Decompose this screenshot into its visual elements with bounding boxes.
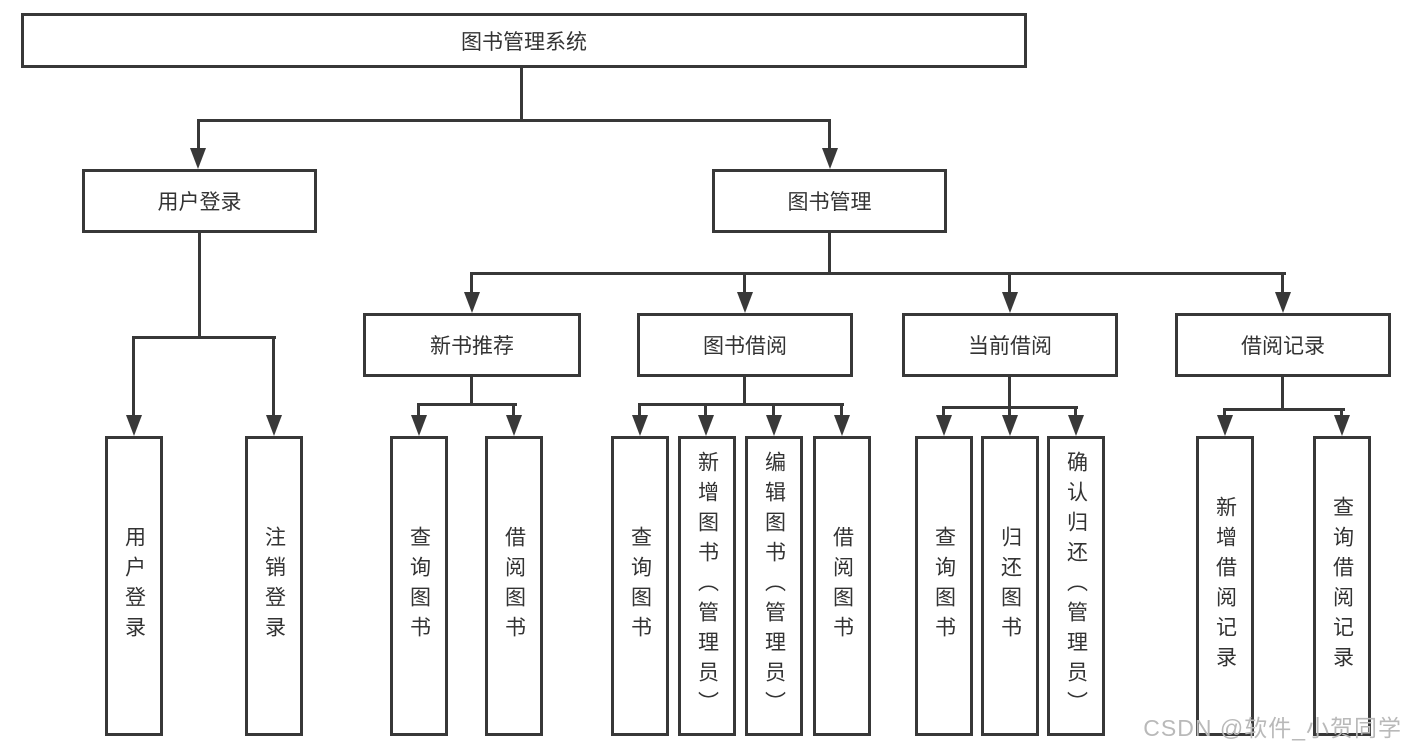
connector-book-borrow-bar xyxy=(638,403,844,406)
leaf-add-books-admin: 新增图书（管理员） xyxy=(678,436,736,736)
arrowhead-borrow-books-1 xyxy=(506,415,522,436)
arrowhead-add-books xyxy=(698,415,714,436)
leaf-query-borrow-record: 查询借阅记录 xyxy=(1313,436,1371,736)
leaf-user-login: 用户登录 xyxy=(105,436,163,736)
node-library-management-system: 图书管理系统 xyxy=(21,13,1027,68)
leaf-borrow-books-recommend: 借阅图书 xyxy=(485,436,543,736)
node-current-borrow: 当前借阅 xyxy=(902,313,1118,377)
connector-stem-leaf-logout xyxy=(272,336,275,417)
arrowhead-leaf-logout xyxy=(266,415,282,436)
arrowhead-user-login xyxy=(190,148,206,169)
leaf-query-books-current: 查询图书 xyxy=(915,436,973,736)
arrowhead-query-books-2 xyxy=(632,415,648,436)
arrowhead-leaf-user-login xyxy=(126,415,142,436)
arrowhead-query-borrow-record xyxy=(1334,415,1350,436)
leaf-logout: 注销登录 xyxy=(245,436,303,736)
connector-root-trunk xyxy=(520,68,523,122)
connector-book-management-bar xyxy=(470,272,1286,275)
connector-current-borrow-trunk xyxy=(1008,377,1011,409)
connector-stem-borrow-books-1 xyxy=(512,403,515,418)
node-book-management: 图书管理 xyxy=(712,169,947,233)
arrowhead-current-borrow xyxy=(1002,292,1018,313)
arrowhead-return-books xyxy=(1002,415,1018,436)
connector-stem-query-books-1 xyxy=(417,403,420,418)
connector-root-bar xyxy=(197,119,831,122)
connector-stem-book-borrow xyxy=(743,272,746,294)
arrowhead-confirm-return xyxy=(1068,415,1084,436)
leaf-add-borrow-record: 新增借阅记录 xyxy=(1196,436,1254,736)
arrowhead-borrow-books-2 xyxy=(834,415,850,436)
arrowhead-book-borrow xyxy=(737,292,753,313)
leaf-edit-books-admin: 编辑图书（管理员） xyxy=(745,436,803,736)
arrowhead-new-book xyxy=(464,292,480,313)
arrowhead-book-management xyxy=(822,148,838,169)
connector-stem-book-management xyxy=(828,119,831,149)
connector-stem-leaf-user-login xyxy=(132,336,135,417)
leaf-confirm-return-admin: 确认归还（管理员） xyxy=(1047,436,1105,736)
leaf-return-books: 归还图书 xyxy=(981,436,1039,736)
connector-stem-return-books xyxy=(1008,406,1011,418)
arrowhead-query-books-1 xyxy=(411,415,427,436)
connector-stem-query-books-3 xyxy=(942,406,945,418)
arrowhead-borrow-records xyxy=(1275,292,1291,313)
connector-stem-new-book xyxy=(470,272,473,294)
connector-stem-current-borrow xyxy=(1008,272,1011,294)
leaf-borrow-books: 借阅图书 xyxy=(813,436,871,736)
connector-borrow-records-trunk xyxy=(1281,377,1284,411)
node-user-login: 用户登录 xyxy=(82,169,317,233)
arrowhead-query-books-3 xyxy=(936,415,952,436)
leaf-query-books-borrow: 查询图书 xyxy=(611,436,669,736)
connector-stem-confirm-return xyxy=(1074,406,1077,418)
connector-user-login-trunk xyxy=(198,233,201,339)
node-borrow-records: 借阅记录 xyxy=(1175,313,1391,377)
connector-stem-borrow-records xyxy=(1281,272,1284,294)
arrowhead-add-borrow-record xyxy=(1217,415,1233,436)
connector-new-book-bar xyxy=(417,403,517,406)
connector-stem-borrow-books-2 xyxy=(840,403,843,418)
connector-stem-add-books xyxy=(704,403,707,418)
connector-borrow-records-bar xyxy=(1223,408,1345,411)
connector-user-login-bar xyxy=(132,336,276,339)
node-new-book-recommend: 新书推荐 xyxy=(363,313,581,377)
connector-stem-query-borrow-record xyxy=(1340,408,1343,418)
csdn-watermark: CSDN @软件_小贺同学 xyxy=(1143,715,1402,741)
connector-new-book-trunk xyxy=(470,377,473,406)
connector-book-borrow-trunk xyxy=(743,377,746,406)
connector-stem-user-login xyxy=(197,119,200,149)
connector-stem-query-books-2 xyxy=(638,403,641,418)
node-book-borrow: 图书借阅 xyxy=(637,313,853,377)
leaf-query-books-recommend: 查询图书 xyxy=(390,436,448,736)
connector-book-management-trunk xyxy=(828,233,831,275)
connector-stem-add-borrow-record xyxy=(1223,408,1226,418)
arrowhead-edit-books xyxy=(766,415,782,436)
connector-stem-edit-books xyxy=(772,403,775,418)
